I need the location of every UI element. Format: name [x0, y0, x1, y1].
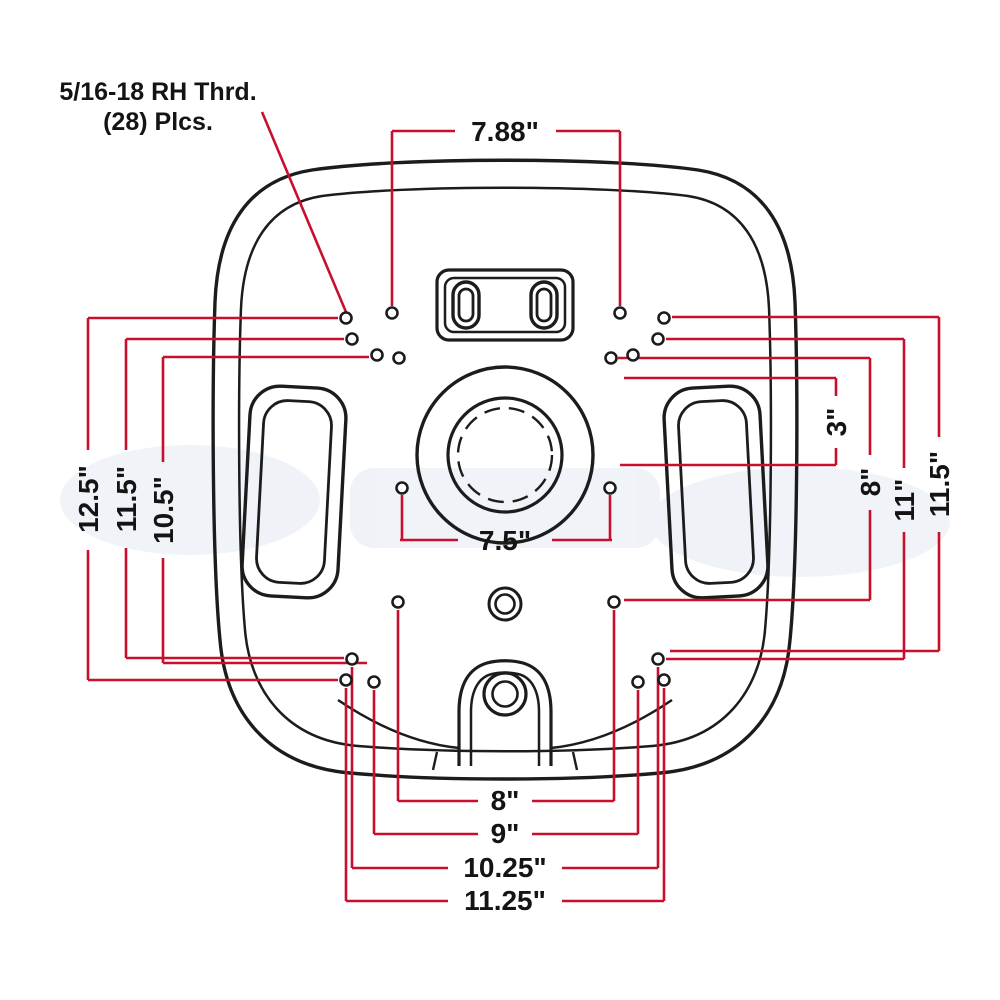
bolt-hole — [395, 481, 409, 495]
dim-left-12-5 — [86, 316, 338, 682]
left-pocket — [240, 384, 348, 600]
bolt-hole — [657, 673, 671, 687]
dim-top-label: 7.88" — [471, 116, 539, 147]
bolt-hole — [651, 652, 665, 666]
watermark — [60, 445, 950, 577]
dim-right-11-5-label: 11.5" — [924, 451, 955, 517]
dim-bottom-10-25-label: 10.25" — [463, 852, 546, 883]
dim-bottom-10-25 — [350, 667, 660, 870]
dim-bottom-9 — [372, 690, 640, 836]
bolt-holes — [339, 306, 671, 689]
dim-right-11-label: 11" — [889, 479, 920, 522]
dim-right-3-label: 3" — [821, 408, 852, 437]
slot-left — [451, 280, 481, 330]
bolt-hole — [392, 351, 406, 365]
dim-right-3 — [620, 376, 838, 467]
bolt-hole — [345, 332, 359, 346]
bolt-hole — [367, 675, 381, 689]
seat-pan — [211, 158, 799, 781]
seat-outline-outer — [211, 158, 799, 781]
thread-note-line2: (28) Plcs. — [103, 108, 213, 136]
dim-bottom-8-label: 8" — [491, 785, 520, 816]
bottom-notch-right — [571, 751, 579, 771]
note-leader-line — [260, 111, 348, 313]
bolt-hole — [626, 348, 640, 362]
seat-outline-inner — [237, 186, 773, 753]
dim-left-11-5-label: 11.5" — [111, 466, 142, 532]
center-small-ring — [487, 586, 523, 622]
bolt-hole — [385, 306, 399, 320]
dim-bottom-9-label: 9" — [491, 818, 520, 849]
dim-center-label: 7.5" — [479, 525, 531, 556]
dim-top — [390, 129, 622, 306]
dim-right-8 — [618, 356, 872, 602]
right-pocket — [662, 384, 770, 600]
bolt-hole — [657, 311, 671, 325]
bottom-notch-left — [431, 751, 439, 771]
bolt-hole — [607, 595, 621, 609]
bolt-hole — [370, 348, 384, 362]
dim-right-8-label: 8" — [855, 468, 886, 497]
thread-note-line1: 5/16-18 RH Thrd. — [59, 78, 256, 106]
dim-left-12-5-label: 12.5" — [73, 465, 104, 533]
hub-dashed-ring — [456, 406, 554, 504]
bolt-hole — [339, 673, 353, 687]
bolt-hole — [631, 675, 645, 689]
center-hub — [415, 365, 595, 545]
bolt-hole — [345, 652, 359, 666]
slot-right — [529, 280, 559, 330]
dim-right-11-5 — [670, 315, 941, 653]
bottom-mount-tab — [431, 659, 579, 771]
bolt-hole — [339, 311, 353, 325]
bolt-hole — [651, 332, 665, 346]
dim-bottom-8 — [396, 610, 616, 803]
bolt-hole — [391, 595, 405, 609]
dim-center-7-5 — [400, 495, 612, 542]
top-slot-plate — [435, 268, 575, 342]
bolt-hole — [603, 481, 617, 495]
bolt-hole — [613, 306, 627, 320]
bolt-hole — [604, 351, 618, 365]
dim-bottom-11-25 — [344, 688, 666, 903]
dim-left-10-5-label: 10.5" — [148, 476, 179, 544]
bottom-contour-right — [550, 698, 673, 750]
dim-right-11 — [666, 337, 906, 661]
dim-bottom-11-25-label: 11.25" — [464, 885, 546, 916]
dim-left-10-5 — [161, 355, 369, 665]
